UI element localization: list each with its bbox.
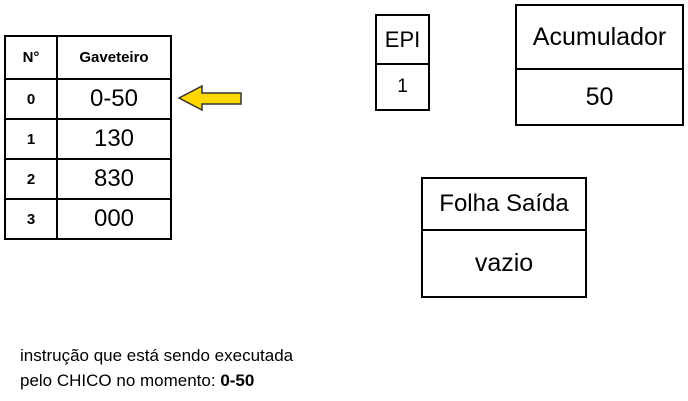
row-index: 1: [4, 118, 58, 160]
acumulador-label: Acumulador: [517, 6, 682, 70]
row-value: 0-50: [56, 78, 172, 120]
caption-line2: pelo CHICO no momento:: [20, 371, 221, 390]
epi-label: EPI: [377, 16, 428, 65]
row-index: 2: [4, 158, 58, 200]
row-index: 0: [4, 78, 58, 120]
pointer-arrow-icon: [177, 84, 242, 112]
epi-box: EPI 1: [375, 14, 430, 111]
table-row: 0 0-50: [4, 78, 172, 120]
caption: instrução que está sendo executada pelo …: [20, 343, 293, 393]
acumulador-value: 50: [585, 82, 614, 111]
caption-current-instruction: 0-50: [220, 371, 255, 390]
row-index: 3: [4, 198, 58, 240]
folha-saida-box: Folha Saída vazio: [421, 177, 587, 298]
row-value: 830: [56, 158, 172, 200]
folha-saida-label: Folha Saída: [423, 179, 585, 231]
table-header-row: N° Gaveteiro: [4, 35, 172, 80]
gaveteiro-table: N° Gaveteiro 0 0-50 1 130 2 830 3 000: [4, 35, 172, 240]
header-n: N°: [4, 35, 58, 80]
table-row: 2 830: [4, 158, 172, 200]
caption-line2-wrap: pelo CHICO no momento: 0-50: [20, 368, 293, 393]
table-row: 3 000: [4, 198, 172, 240]
row-value: 000: [56, 198, 172, 240]
folha-saida-value: vazio: [474, 249, 534, 277]
caption-line1: instrução que está sendo executada: [20, 346, 294, 365]
row-value: 130: [56, 118, 172, 160]
table-row: 1 130: [4, 118, 172, 160]
epi-value: 1: [397, 76, 408, 97]
acumulador-box: Acumulador 50: [515, 4, 684, 126]
header-gaveteiro: Gaveteiro: [56, 35, 172, 80]
